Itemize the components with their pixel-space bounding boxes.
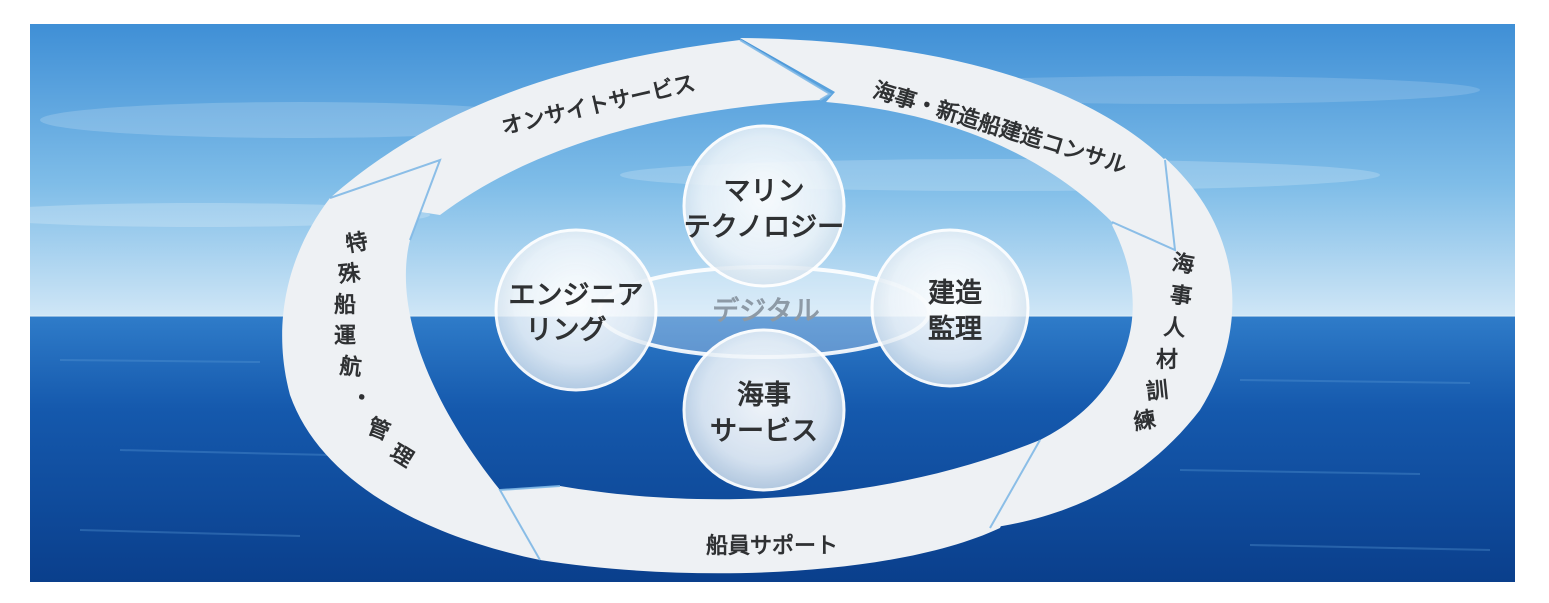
circle-marine-services: 海事 サービス	[684, 330, 844, 490]
center-label-digital: デジタル	[712, 295, 819, 327]
circle-label: 監理	[928, 314, 982, 345]
ring-char: 船	[334, 292, 356, 318]
circle-label: サービス	[710, 416, 818, 447]
ring-char: 殊	[337, 261, 362, 288]
ring-char: 航	[338, 353, 363, 381]
circle-marine-technology: マリン テクノロジー	[684, 126, 844, 286]
circle-label: マリン	[724, 176, 805, 207]
ring-char: 事	[1168, 282, 1193, 311]
ring-char: 運	[334, 324, 356, 349]
ring-char: 材	[1156, 348, 1178, 373]
circle-label: 建造	[928, 278, 982, 309]
ring-char: 練	[1132, 406, 1158, 435]
circle-label: リング	[526, 314, 607, 346]
ring-char: 特	[344, 228, 370, 257]
circle-label: テクノロジー	[684, 212, 844, 243]
circle-label: 海事	[737, 380, 791, 411]
circle-label: エンジニア	[509, 280, 644, 311]
ring-char: 訓	[1145, 377, 1170, 405]
ring-char: 人	[1163, 315, 1187, 341]
ring-char: 海	[1170, 249, 1196, 278]
circle-construction-supervision: 建造 監理	[872, 230, 1028, 386]
circle-engineering: エンジニア リング	[496, 230, 656, 390]
ring-label-crew-support: 船員サポート	[706, 533, 838, 559]
